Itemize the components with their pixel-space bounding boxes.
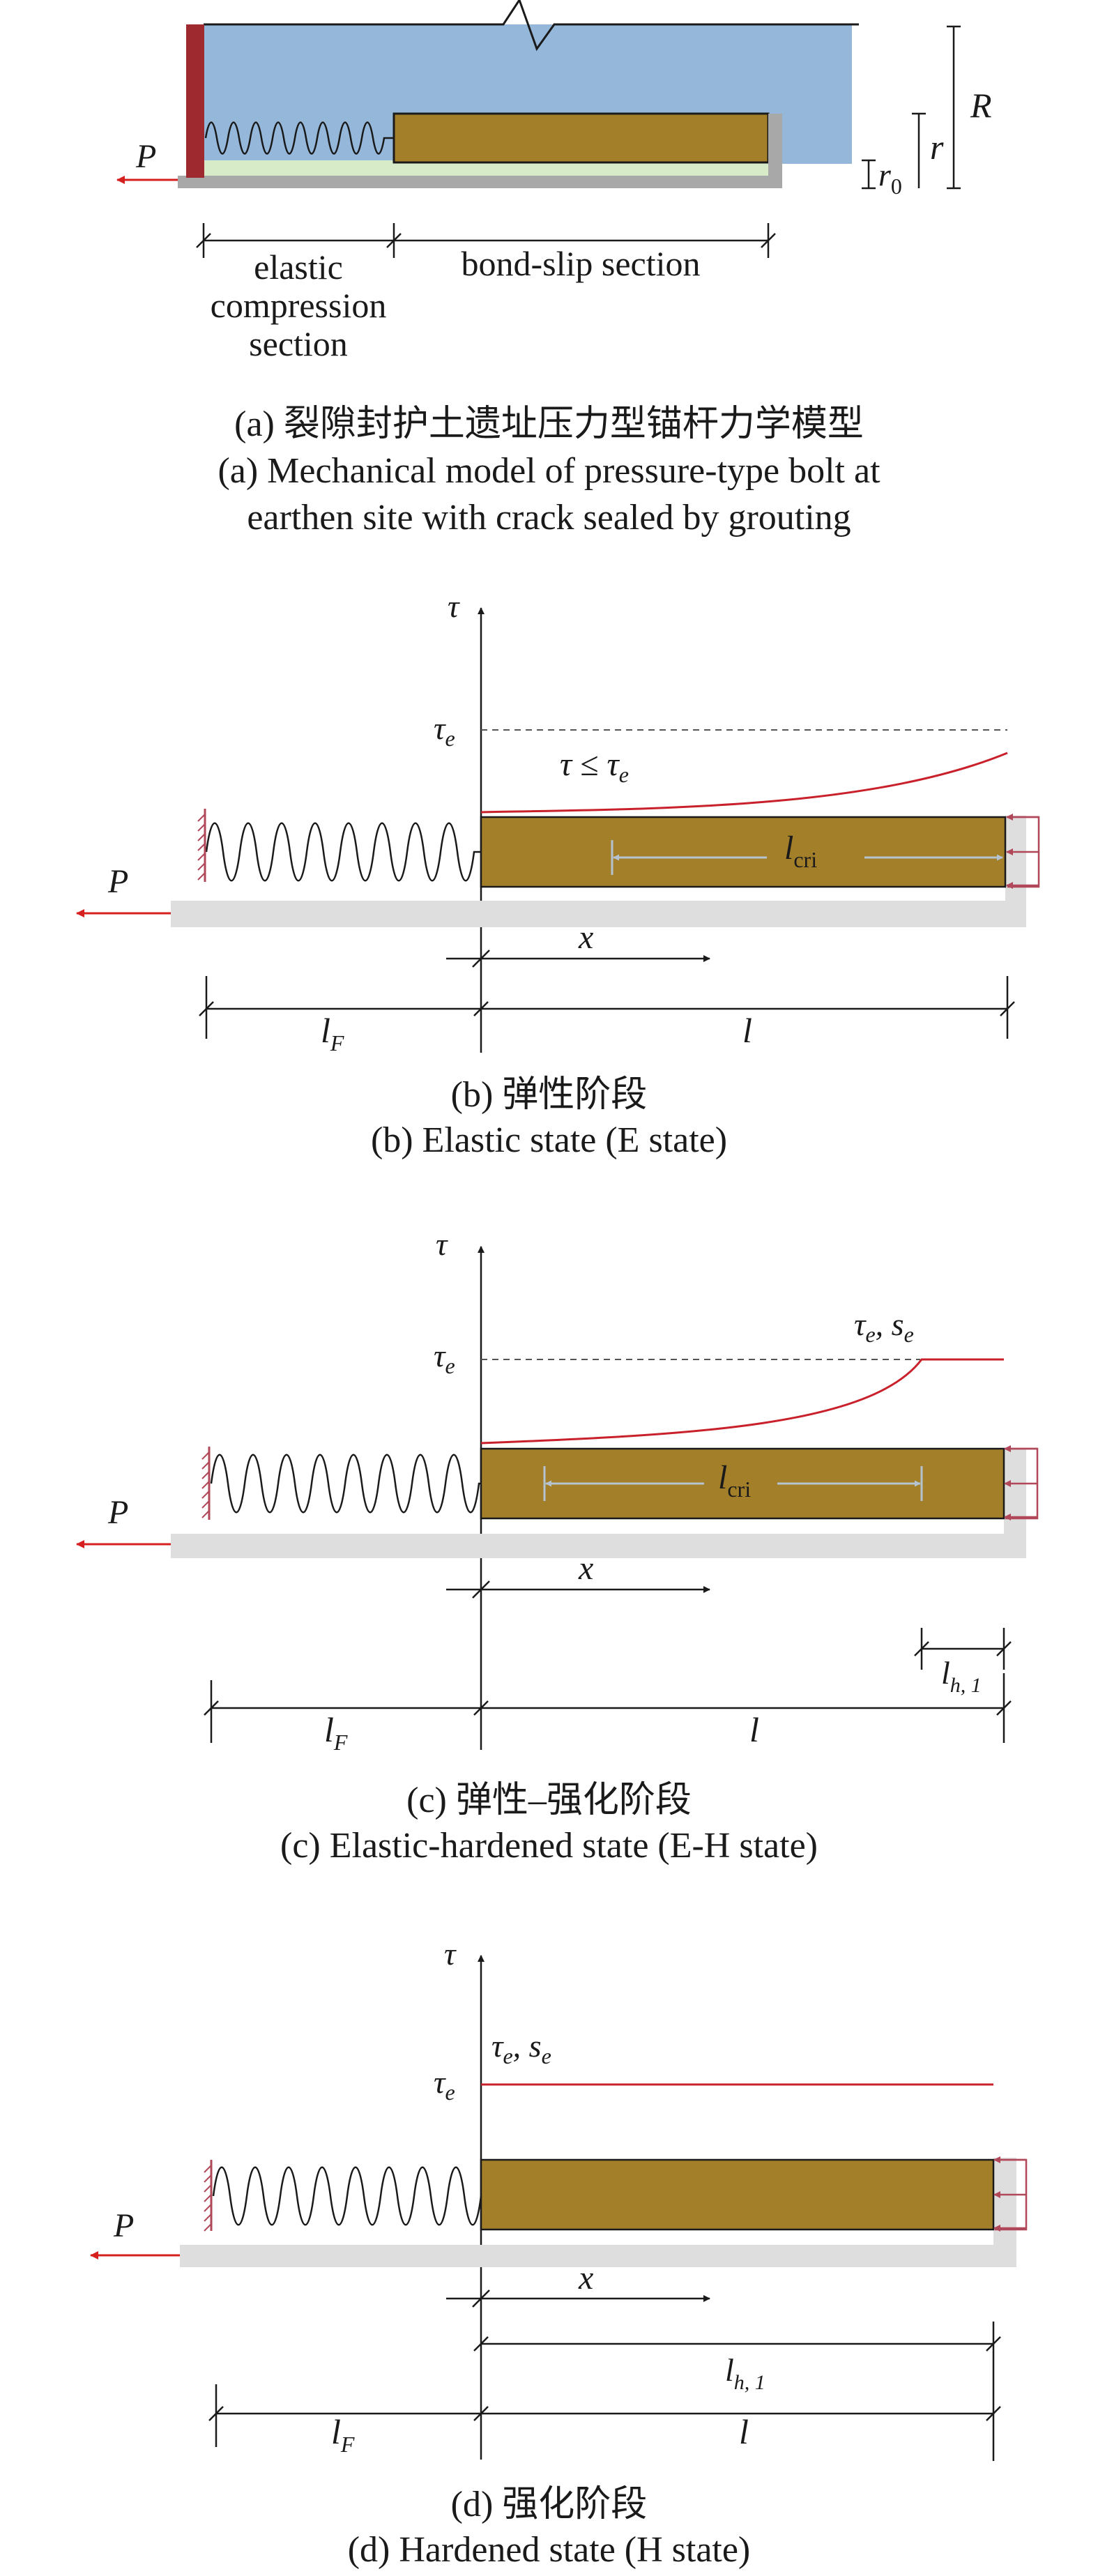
x-label: x bbox=[578, 1550, 593, 1587]
r-label: r bbox=[930, 128, 944, 167]
x-origin-slash bbox=[472, 1580, 490, 1599]
lh1-slash-left bbox=[914, 1641, 929, 1656]
anchor-bolt bbox=[392, 112, 770, 164]
l-label: l bbox=[749, 1710, 759, 1749]
fixed-support-hatch bbox=[204, 2165, 212, 2232]
dim-slash-left bbox=[208, 2406, 224, 2421]
force-label: P bbox=[107, 863, 128, 900]
caption-d-cn: (d) 强化阶段 bbox=[450, 2485, 648, 2524]
break-line bbox=[204, 0, 859, 52]
fixed-support-hatch bbox=[201, 1451, 210, 1518]
lh1-slash-right bbox=[996, 1641, 1012, 1656]
shear-stress-curve bbox=[480, 752, 1008, 814]
dim-slash-mid bbox=[473, 2406, 489, 2421]
tau-axis-label: τ bbox=[436, 1226, 448, 1262]
base-plate bbox=[178, 176, 782, 188]
caption-d-en: (d) Hardened state (H state) bbox=[347, 2530, 751, 2570]
tau-e-label: τe bbox=[434, 710, 455, 751]
peak-label: τe, se bbox=[491, 2028, 551, 2068]
R-label: R bbox=[970, 86, 992, 125]
seg-slash-mid bbox=[386, 233, 402, 248]
end-reaction bbox=[1006, 814, 1040, 889]
r0-label: r0 bbox=[878, 157, 902, 199]
lh1-slash-right bbox=[986, 2336, 1001, 2352]
base-plate-end bbox=[1004, 1449, 1026, 1558]
dim-slash-left bbox=[199, 1001, 214, 1016]
anchor-bolt bbox=[480, 816, 1007, 888]
spring bbox=[210, 1454, 481, 1514]
panel-d: τ τe, se τe P x lh, 1 lF l bbox=[90, 1936, 1028, 2461]
end-reaction bbox=[1004, 1445, 1039, 1521]
caption-c-en: (c) Elastic-hardened state (E-H state) bbox=[280, 1826, 818, 1866]
seg-slash-start bbox=[196, 233, 211, 248]
anchor-bolt bbox=[480, 2158, 995, 2231]
base-plate-end bbox=[993, 2158, 1016, 2267]
caption-a-cn: (a) 裂隙封护土遗址压力型锚杆力学模型 bbox=[234, 404, 864, 444]
spring bbox=[212, 2166, 482, 2226]
x-origin-slash bbox=[472, 950, 490, 968]
l-label: l bbox=[742, 1011, 752, 1050]
tau-axis-label: τ bbox=[444, 1936, 457, 1972]
lcri-label: lcri bbox=[718, 1459, 751, 1502]
seg-elastic-line3: section bbox=[249, 324, 348, 363]
base-plate bbox=[171, 1534, 1026, 1558]
lF-label: lF bbox=[324, 1710, 348, 1755]
fixed-support-hatch bbox=[197, 814, 206, 881]
base-plate-end bbox=[1005, 816, 1026, 927]
x-label: x bbox=[578, 919, 593, 956]
lh1-label: lh, 1 bbox=[725, 2352, 765, 2394]
seg-bond-label: bond-slip section bbox=[461, 244, 700, 283]
tau-e-label: τe bbox=[434, 2064, 455, 2105]
dim-slash-right bbox=[996, 1700, 1012, 1716]
lF-label: lF bbox=[321, 1011, 344, 1055]
caption-b-cn: (b) 弹性阶段 bbox=[450, 1075, 648, 1115]
dim-slash-mid bbox=[473, 1700, 489, 1716]
end-reaction bbox=[993, 2156, 1028, 2232]
caption-c-cn: (c) 弹性–强化阶段 bbox=[406, 1781, 692, 1820]
l-label: l bbox=[739, 2412, 749, 2451]
panel-b: τ τe τ ≤ τe P lcri x lF l bbox=[76, 588, 1040, 1055]
base-plate bbox=[180, 2245, 1016, 2267]
panel-a: P R r r0 elastic compression section bon… bbox=[116, 0, 992, 363]
x-label: x bbox=[578, 2259, 593, 2296]
caption-b-en: (b) Elastic state (E state) bbox=[370, 1120, 728, 1160]
seg-elastic-line2: compression bbox=[211, 286, 387, 325]
lcri-label: lcri bbox=[784, 830, 817, 872]
tau-axis-label: τ bbox=[448, 588, 460, 624]
force-label: P bbox=[135, 138, 156, 175]
panel-c: τ τe τe, se P lcri x lh, 1 bbox=[76, 1226, 1039, 1755]
x-origin-slash bbox=[472, 2289, 490, 2308]
caption-a-en-1: (a) Mechanical model of pressure-type bo… bbox=[218, 451, 880, 491]
peak-label: τe, se bbox=[854, 1306, 914, 1347]
condition-label: τ ≤ τe bbox=[560, 746, 629, 787]
caption-a-en-2: earthen site with crack sealed by grouti… bbox=[247, 498, 851, 538]
shear-stress-curve bbox=[480, 1358, 1004, 1445]
force-label: P bbox=[113, 2207, 134, 2244]
compression-spring bbox=[204, 121, 394, 155]
lF-label: lF bbox=[331, 2412, 355, 2457]
dim-slash-left bbox=[204, 1700, 219, 1716]
wall-face bbox=[186, 24, 204, 178]
base-plate-end bbox=[768, 114, 782, 188]
seg-elastic-line1: elastic bbox=[254, 247, 343, 287]
grout-layer bbox=[204, 160, 768, 176]
lh1-label: lh, 1 bbox=[941, 1655, 982, 1697]
dim-slash-right bbox=[986, 2406, 1001, 2421]
seg-slash-end bbox=[761, 233, 776, 248]
lh1-slash-left bbox=[473, 2336, 489, 2352]
dim-slash-right bbox=[1000, 1001, 1015, 1016]
tau-e-label: τe bbox=[434, 1338, 455, 1378]
dim-slash-mid bbox=[473, 1001, 489, 1016]
base-plate bbox=[171, 901, 1026, 927]
force-label: P bbox=[107, 1494, 128, 1531]
spring bbox=[205, 822, 481, 882]
